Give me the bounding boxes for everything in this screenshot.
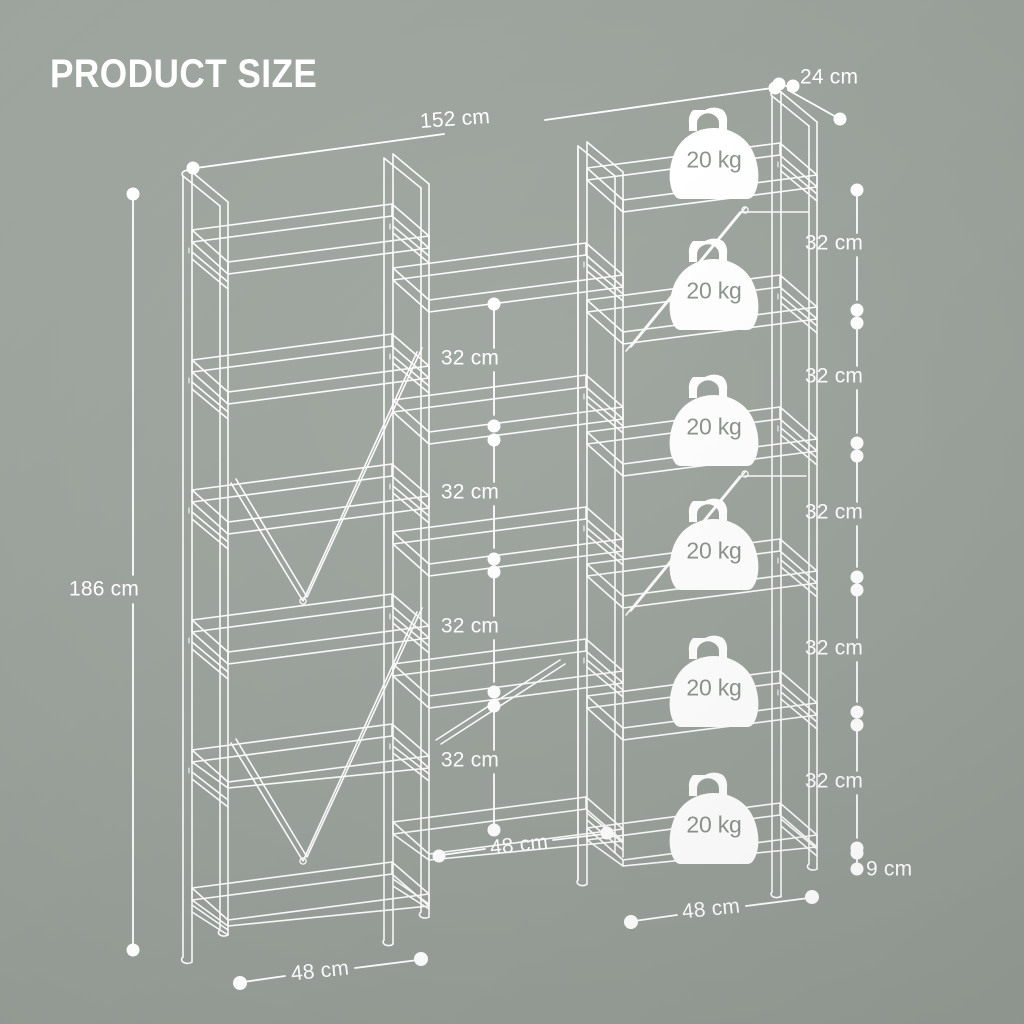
dimension-label-height-total: 186 cm xyxy=(68,577,140,601)
load-badge-label-1: 20 kg xyxy=(686,146,742,173)
load-badge-shapes xyxy=(669,107,759,864)
dimension-label-mid-gap-2: 32 cm xyxy=(440,480,500,504)
dimension-label-mid-gap-3: 32 cm xyxy=(440,614,500,638)
dimension-label-right-gap-2: 32 cm xyxy=(804,364,864,388)
load-badge-label-2: 20 kg xyxy=(686,277,742,304)
dimension-label-depth-top-right: 24 cm xyxy=(800,65,859,89)
load-badge-label-3: 20 kg xyxy=(686,413,742,440)
load-badge-label-6: 20 kg xyxy=(686,811,742,838)
dimension-label-right-gap-1: 32 cm xyxy=(804,231,864,255)
dimension-label-right-gap-5: 32 cm xyxy=(804,769,864,793)
load-badge-label-5: 20 kg xyxy=(686,674,742,701)
load-badge-label-4: 20 kg xyxy=(686,537,742,564)
dimension-label-base-height: 9 cm xyxy=(866,857,913,881)
dimension-label-mid-gap-1: 32 cm xyxy=(440,346,500,370)
dimension-label-mid-gap-4: 32 cm xyxy=(440,748,500,772)
dimension-label-width-total: 152 cm xyxy=(419,104,491,134)
page-title: PRODUCT SIZE xyxy=(50,52,318,96)
dimension-label-right-gap-3: 32 cm xyxy=(804,500,864,524)
dimension-label-right-gap-4: 32 cm xyxy=(804,636,864,660)
